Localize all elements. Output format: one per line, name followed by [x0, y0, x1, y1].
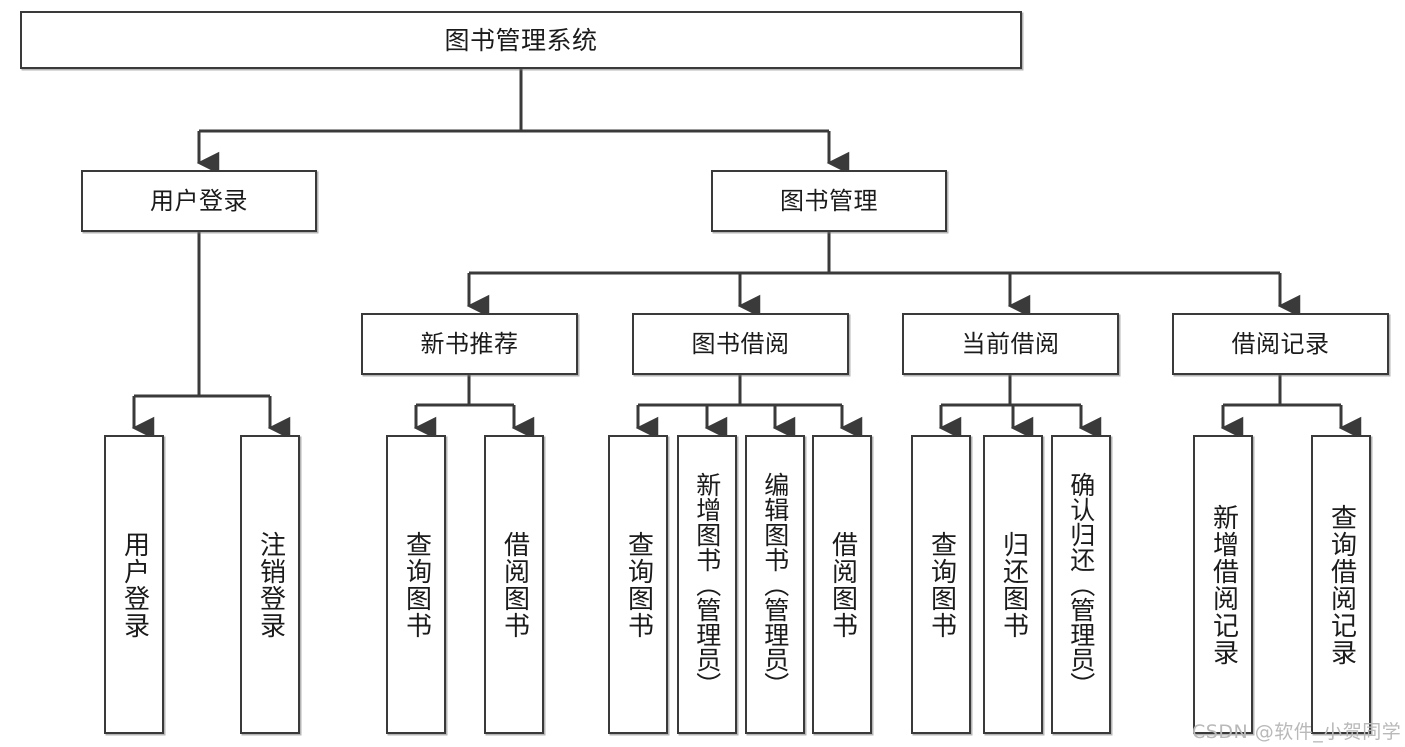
node-label: 新书推荐 — [420, 330, 519, 358]
node-label: 编辑图书（管理员） — [760, 472, 790, 697]
node-label: 查询借阅记录 — [1326, 503, 1357, 666]
node-leaf-confirm-return-admin[interactable]: 确认归还（管理员） — [1051, 435, 1111, 734]
node-label: 图书管理系统 — [444, 25, 598, 55]
node-label: 借阅记录 — [1231, 330, 1330, 358]
node-label: 新增借阅记录 — [1208, 503, 1239, 666]
node-leaf-logout-login[interactable]: 注销登录 — [240, 435, 300, 734]
csdn-watermark: CSDN @软件_小贺同学 — [1192, 721, 1402, 743]
node-label: 借阅图书 — [499, 530, 530, 639]
node-leaf-query-borrow-record[interactable]: 查询借阅记录 — [1311, 435, 1371, 734]
node-root-system[interactable]: 图书管理系统 — [20, 11, 1022, 69]
node-label: 注销登录 — [255, 530, 286, 639]
node-label: 确认归还（管理员） — [1066, 472, 1096, 697]
node-user-login[interactable]: 用户登录 — [81, 170, 317, 232]
node-label: 新增图书（管理员） — [692, 472, 722, 697]
node-leaf-borrow-book-2[interactable]: 借阅图书 — [812, 435, 872, 734]
node-label: 用户登录 — [150, 187, 248, 215]
node-label: 图书管理 — [780, 187, 878, 215]
node-label: 查询图书 — [623, 530, 654, 639]
node-leaf-borrow-book-1[interactable]: 借阅图书 — [484, 435, 544, 734]
node-current-borrow[interactable]: 当前借阅 — [902, 313, 1119, 375]
node-label: 当前借阅 — [961, 330, 1060, 358]
node-leaf-query-book-2[interactable]: 查询图书 — [608, 435, 668, 734]
node-leaf-query-book-1[interactable]: 查询图书 — [386, 435, 446, 734]
node-leaf-add-borrow-record[interactable]: 新增借阅记录 — [1193, 435, 1253, 734]
node-leaf-query-book-3[interactable]: 查询图书 — [911, 435, 971, 734]
node-borrow-record[interactable]: 借阅记录 — [1172, 313, 1389, 375]
node-label: 借阅图书 — [827, 530, 858, 639]
node-label: 用户登录 — [119, 530, 150, 639]
node-label: 图书借阅 — [691, 330, 790, 358]
node-label: 查询图书 — [401, 530, 432, 639]
node-leaf-user-login[interactable]: 用户登录 — [104, 435, 164, 734]
node-book-borrow[interactable]: 图书借阅 — [632, 313, 849, 375]
node-leaf-add-book-admin[interactable]: 新增图书（管理员） — [677, 435, 737, 734]
node-label: 归还图书 — [998, 530, 1029, 639]
node-book-management[interactable]: 图书管理 — [711, 170, 947, 232]
node-label: 查询图书 — [926, 530, 957, 639]
node-leaf-return-book[interactable]: 归还图书 — [983, 435, 1043, 734]
node-leaf-edit-book-admin[interactable]: 编辑图书（管理员） — [745, 435, 805, 734]
node-new-book-recommend[interactable]: 新书推荐 — [361, 313, 578, 375]
